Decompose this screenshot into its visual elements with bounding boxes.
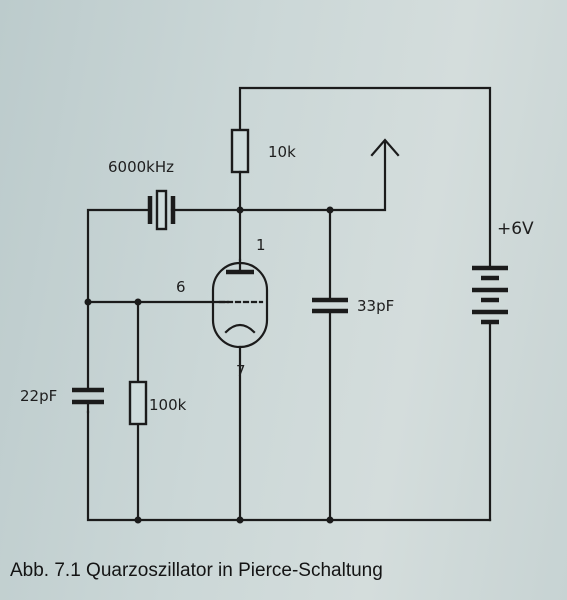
junction-dot xyxy=(236,516,244,524)
wire-ground-bus xyxy=(86,410,492,522)
label-crystal: 6000kHz xyxy=(108,158,174,176)
anode-resistor-10k xyxy=(230,128,250,174)
wire-top-supply xyxy=(238,86,492,267)
junction-dot xyxy=(134,516,142,524)
junction-dot xyxy=(326,516,334,524)
junction-dot xyxy=(326,206,334,214)
label-pin-anode: 1 xyxy=(256,236,266,254)
battery-6v xyxy=(472,265,508,325)
triode-tube xyxy=(211,258,269,522)
figure-caption: Abb. 7.1 Quarzoszillator in Pierce-Schal… xyxy=(10,560,383,581)
capacitor-22pf xyxy=(72,387,104,405)
label-resistor-100k: 100k xyxy=(149,396,187,414)
capacitor-33pf xyxy=(312,297,348,314)
junction-dot xyxy=(84,298,92,306)
label-capacitor-22pf: 22pF xyxy=(20,387,57,405)
output-arrow-icon xyxy=(370,138,400,157)
label-supply-voltage: +6V xyxy=(497,219,534,239)
junction-dot xyxy=(236,206,244,214)
crystal-6000khz xyxy=(147,189,176,231)
label-capacitor-33pf: 33pF xyxy=(357,297,394,315)
label-anode-resistor: 10k xyxy=(268,143,296,161)
junction-dot xyxy=(134,298,142,306)
label-pin-grid: 6 xyxy=(176,278,186,296)
label-pin-cathode: 7 xyxy=(236,362,246,380)
grid-resistor-100k xyxy=(128,380,148,426)
